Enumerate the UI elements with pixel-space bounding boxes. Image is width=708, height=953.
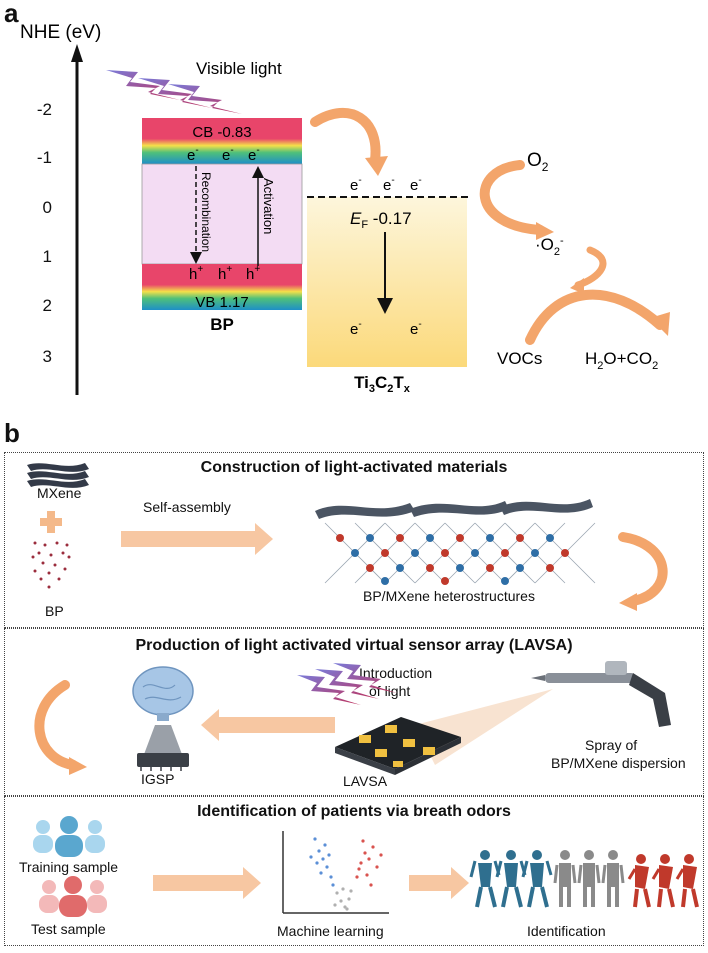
section-identification: Identification of patients via breath od… — [4, 796, 704, 946]
lightning-icon — [297, 663, 397, 705]
svg-text:e-: e- — [222, 145, 234, 164]
training-people-icon — [33, 816, 105, 857]
brain-chip-icon — [132, 666, 194, 771]
machine-learning-label: Machine learning — [277, 923, 384, 939]
heterostructure-label: BP/MXene heterostructures — [363, 588, 535, 604]
lavsa-label: LAVSA — [343, 773, 388, 789]
mxene-formula: Ti3C2Tx — [354, 373, 411, 395]
tick-label: 1 — [43, 247, 52, 266]
mxene-electrons-top: e- e- e- — [350, 175, 422, 194]
bp-particle-icon — [31, 541, 71, 589]
panel-a-letter: a — [4, 0, 19, 28]
activation-label: Activation — [261, 178, 276, 234]
svg-text:e-: e- — [350, 175, 362, 194]
hole: h — [218, 266, 226, 283]
axis-title: NHE (eV) — [20, 22, 101, 43]
cb-label: CB -0.83 — [192, 124, 251, 141]
mxene-flakes — [315, 499, 593, 519]
identified-people-icons — [469, 850, 699, 908]
section-title: Identification of patients via breath od… — [197, 803, 511, 820]
electron: e — [187, 147, 195, 164]
bp-label: BP — [210, 315, 234, 334]
mxene-electrons-bottom: e- e- — [350, 319, 422, 338]
hole: h — [189, 266, 197, 283]
next-step-curved-arrow — [618, 532, 668, 606]
identification-illustration — [33, 816, 699, 917]
fermi-level-label: EF -0.17 — [350, 209, 412, 231]
o2-label: O2 — [527, 150, 549, 174]
recombination-label: Recombination — [199, 172, 213, 252]
tick-label: -2 — [37, 100, 52, 119]
svg-text:h+: h+ — [218, 264, 232, 283]
vb-label: VB 1.17 — [195, 294, 248, 311]
axis-arrowhead — [71, 44, 83, 62]
tick-label: -1 — [37, 148, 52, 167]
spray-label-1: Spray of — [585, 737, 638, 753]
svg-text:e-: e- — [248, 145, 260, 164]
from-top-curved-arrow — [34, 680, 78, 770]
panel-a-diagram: -2 -1 0 1 2 3 NHE (eV) Visible light CB … — [20, 22, 670, 395]
superoxide-label: ·O2- — [535, 235, 564, 258]
to-igsp-arrow — [201, 709, 335, 741]
cb-band — [142, 118, 302, 164]
production-illustration — [34, 661, 671, 775]
section-production: Production of light activated virtual se… — [4, 628, 704, 796]
to-identification-arrow — [409, 867, 469, 899]
cb-electrons: e- e- e- — [187, 145, 260, 164]
intro-light-label-1: Introduction — [359, 665, 433, 681]
spray-label-2: BP/MXene dispersion — [551, 755, 686, 771]
to-ml-arrow — [153, 867, 261, 899]
self-assembly-arrow — [121, 523, 273, 555]
self-assembly-label: Self-assembly — [143, 499, 231, 515]
section-title: Construction of light-activated material… — [200, 459, 508, 476]
test-sample-label: Test sample — [31, 921, 106, 937]
section-title: Production of light activated virtual se… — [135, 637, 573, 654]
construction-illustration — [27, 463, 668, 611]
lattice-atoms — [336, 534, 569, 585]
test-people-icon — [39, 876, 107, 917]
volcano-plot-icon — [282, 831, 389, 914]
heterostructure-lattice — [324, 522, 596, 584]
airbrush-icon — [531, 661, 671, 727]
mxene-block — [307, 197, 467, 367]
transfer-curved-arrow — [310, 107, 381, 165]
vb-band — [142, 264, 302, 310]
svg-text:e-: e- — [410, 319, 422, 338]
tick-label: 3 — [43, 347, 52, 366]
svg-text:e-: e- — [383, 175, 395, 194]
mxene-sheets-icon — [27, 463, 89, 488]
electron: e — [248, 147, 256, 164]
svg-text:e-: e- — [187, 145, 199, 164]
tick-label: 0 — [43, 198, 52, 217]
visible-light-label: Visible light — [196, 59, 282, 78]
svg-text:e-: e- — [350, 319, 362, 338]
section-construction: Construction of light-activated material… — [4, 452, 704, 628]
vocs-label: VOCs — [497, 349, 542, 368]
mxene-label: MXene — [37, 485, 82, 501]
plus-icon — [40, 511, 62, 533]
axis-ticks: -2 -1 0 1 2 3 — [37, 100, 52, 366]
svg-text:h+: h+ — [246, 264, 260, 283]
reaction-curved-arrow — [525, 289, 665, 345]
band-gap — [141, 163, 303, 265]
igsp-label: IGSP — [141, 771, 175, 787]
svg-text:h+: h+ — [189, 264, 203, 283]
products-label: H2O+CO2 — [585, 349, 658, 372]
vb-holes: h+ h+ h+ — [189, 264, 260, 283]
identification-label: Identification — [527, 923, 606, 939]
bp-label: BP — [45, 603, 64, 619]
tick-label: 2 — [43, 296, 52, 315]
o2-curved-arrow — [479, 160, 545, 235]
training-sample-label: Training sample — [19, 859, 119, 875]
svg-text:e-: e- — [410, 175, 422, 194]
lightning-icon — [106, 70, 242, 114]
electron: e — [222, 147, 230, 164]
panel-b-letter: b — [4, 418, 20, 448]
lavsa-chip-icon — [335, 717, 461, 775]
hole: h — [246, 266, 254, 283]
